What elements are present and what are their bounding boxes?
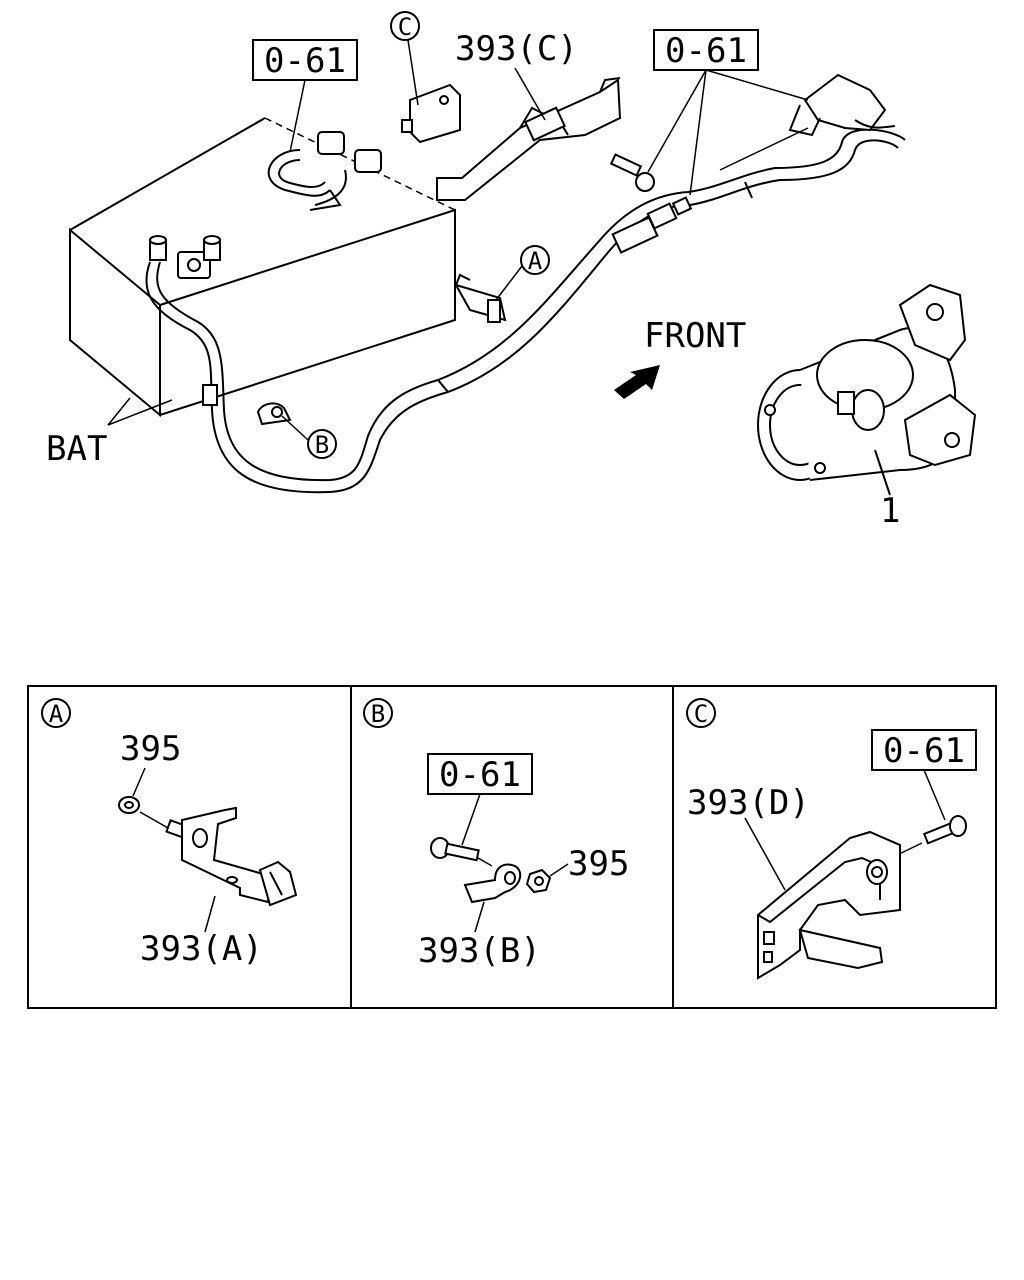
cable-clip-b bbox=[202, 384, 292, 426]
bracket-393c bbox=[436, 77, 622, 201]
part-label-393c: 393(C) bbox=[455, 29, 578, 69]
detail-a-nut-label: 395 bbox=[120, 729, 181, 769]
front-arrow-icon bbox=[614, 365, 660, 399]
detail-b-ref-label: 0-61 bbox=[439, 755, 521, 795]
bracket-c-small bbox=[401, 83, 461, 144]
detail-b-bracket-label: 393(B) bbox=[418, 931, 541, 971]
front-label: FRONT bbox=[644, 316, 746, 356]
top-right-fitting bbox=[719, 73, 896, 171]
marker-a-top: A bbox=[495, 245, 550, 301]
detail-c-ref-label: 0-61 bbox=[883, 731, 965, 771]
detail-c: C 0-61 393(D) bbox=[686, 698, 977, 980]
detail-a-marker: A bbox=[49, 700, 64, 728]
battery-terminal-clamp bbox=[177, 235, 221, 279]
part-label-1: 1 bbox=[880, 491, 900, 531]
ref-label-top-left: 0-61 bbox=[264, 41, 346, 81]
detail-b-nut-label: 395 bbox=[568, 844, 629, 884]
detail-c-marker: C bbox=[694, 700, 708, 728]
marker-c-top: C bbox=[390, 11, 420, 106]
detail-a-bracket-label: 393(A) bbox=[140, 929, 263, 969]
bat-label: BAT bbox=[46, 429, 107, 469]
battery-post-positive bbox=[149, 235, 167, 261]
ref-label-top-right: 0-61 bbox=[665, 31, 747, 71]
battery-top-cable bbox=[267, 131, 382, 211]
detail-b: B 0-61 395 393(B) bbox=[363, 698, 629, 971]
bat-label-group: BAT bbox=[46, 397, 173, 469]
ref-box-top-left: 0-61 bbox=[252, 39, 358, 153]
cable-clip-a bbox=[453, 273, 507, 323]
detail-b-marker: B bbox=[371, 700, 385, 728]
starter-motor bbox=[757, 283, 977, 496]
svg-text:B: B bbox=[315, 431, 329, 459]
marker-b-top: B bbox=[281, 415, 337, 459]
bolt-top bbox=[609, 153, 655, 192]
detail-a: A 395 393(A) bbox=[41, 698, 298, 969]
ref-box-top-right: 0-61 bbox=[647, 29, 809, 196]
cable-connector bbox=[611, 196, 693, 254]
svg-text:A: A bbox=[528, 247, 543, 275]
battery bbox=[69, 117, 456, 418]
svg-text:C: C bbox=[398, 13, 412, 41]
detail-panels bbox=[27, 685, 997, 1009]
detail-c-bracket-label: 393(D) bbox=[687, 783, 810, 823]
